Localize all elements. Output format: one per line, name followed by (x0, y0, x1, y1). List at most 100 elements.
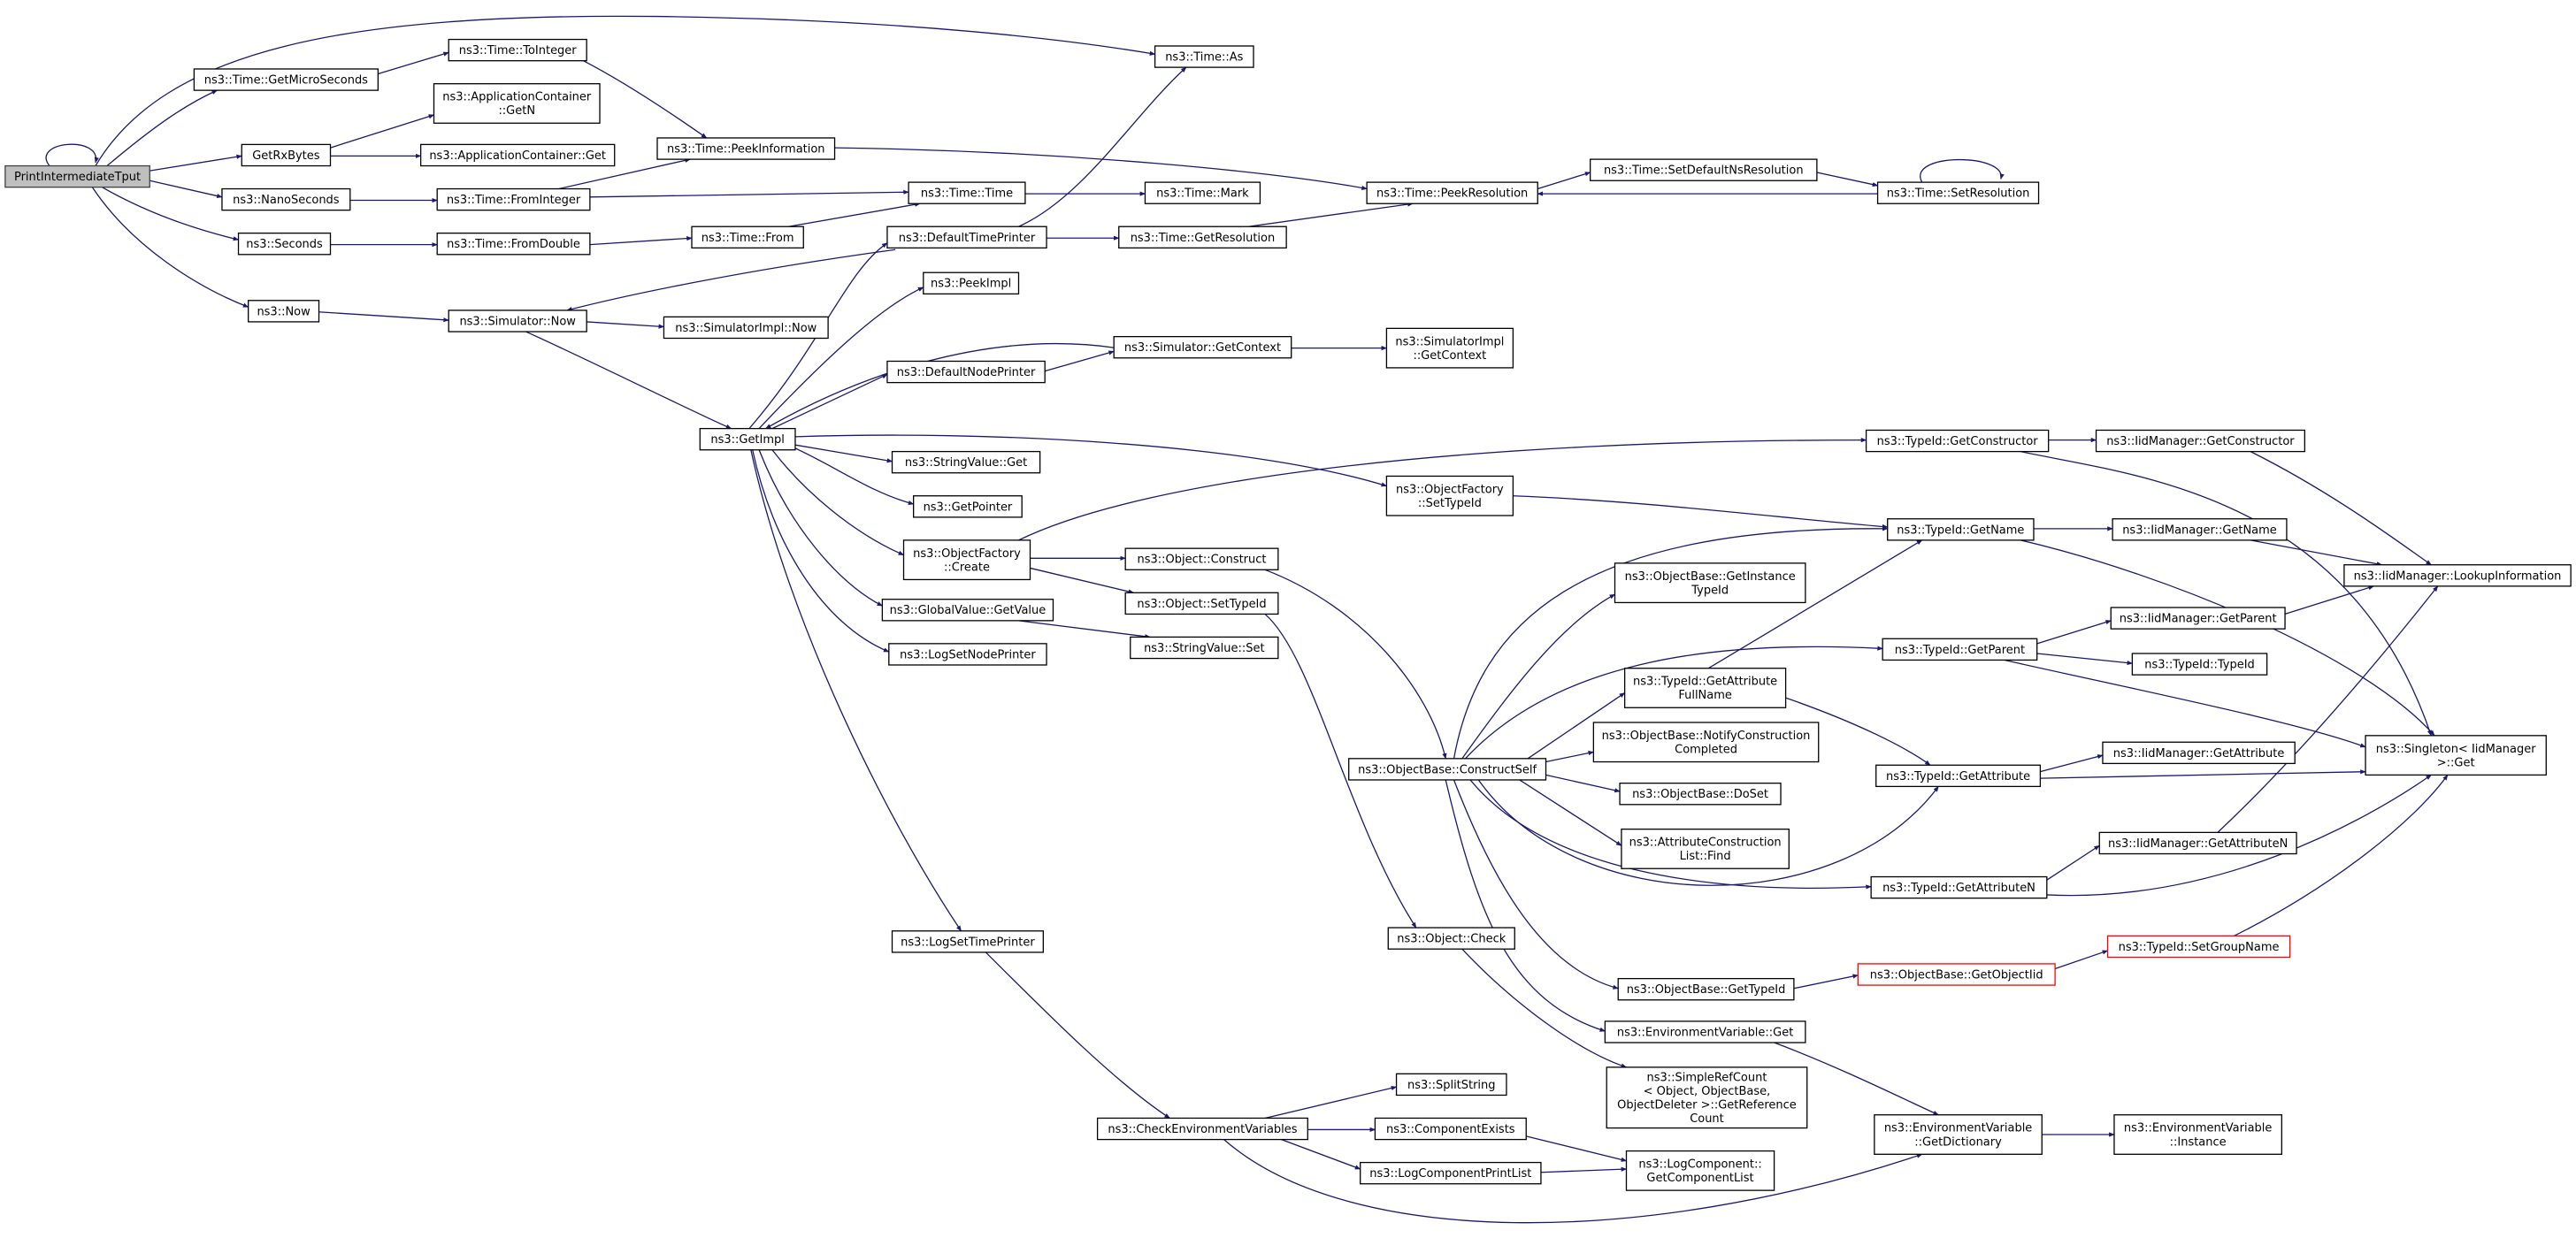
call-edge (1545, 774, 1621, 793)
node-label: ns3::LogSetNodePrinter (900, 648, 1036, 661)
graph-node-pit[interactable]: PrintIntermediateTput (4, 164, 150, 188)
graph-node-time-time[interactable]: ns3::Time::Time (908, 181, 1026, 204)
graph-node-seconds[interactable]: ns3::Seconds (237, 233, 332, 256)
call-edge (330, 114, 435, 149)
graph-node-of-set-type-id[interactable]: ns3::ObjectFactory::SetTypeId (1385, 475, 1514, 516)
graph-node-log-set-time[interactable]: ns3::LogSetTimePrinter (891, 930, 1044, 953)
graph-node-tid-get-attr[interactable]: ns3::TypeId::GetAttribute (1875, 764, 2042, 788)
graph-node-iid-get-attr[interactable]: ns3::IidManager::GetAttribute (2102, 741, 2296, 765)
graph-node-singleton-get[interactable]: ns3::Singleton< IidManager>::Get (2365, 735, 2547, 776)
graph-node-tid-get-name[interactable]: ns3::TypeId::GetName (1887, 518, 2035, 541)
graph-node-peek-info[interactable]: ns3::Time::PeekInformation (656, 137, 836, 160)
graph-node-now[interactable]: ns3::Now (248, 300, 320, 323)
graph-node-peek-impl[interactable]: ns3::PeekImpl (923, 271, 1020, 295)
graph-node-get-impl[interactable]: ns3::GetImpl (699, 427, 796, 451)
node-label: ns3::Simulator::Now (459, 315, 576, 328)
call-edge (558, 157, 691, 190)
node-label: ::GetN (498, 104, 535, 118)
graph-node-simple-ref[interactable]: ns3::SimpleRefCount< Object, ObjectBase,… (1606, 1066, 1808, 1129)
graph-node-log-set-node[interactable]: ns3::LogSetNodePrinter (888, 643, 1047, 666)
graph-node-str-val-get[interactable]: ns3::StringValue::Get (891, 450, 1041, 474)
graph-node-check-env[interactable]: ns3::CheckEnvironmentVariables (1096, 1117, 1308, 1141)
graph-node-iid-get-parent[interactable]: ns3::IidManager::GetParent (2110, 607, 2286, 630)
call-edge (1465, 646, 1883, 760)
graph-node-tid-set-group[interactable]: ns3::TypeId::SetGroupName (2106, 935, 2291, 959)
graph-node-str-val-set[interactable]: ns3::StringValue::Set (1130, 636, 1279, 660)
node-box (1619, 783, 1782, 806)
graph-node-ob-get-tid[interactable]: ns3::ObjectBase::GetTypeId (1617, 977, 1795, 1001)
call-edge (1264, 613, 1417, 928)
graph-node-from-integer[interactable]: ns3::Time::FromInteger (436, 187, 591, 211)
graph-node-ob-get-obj-iid[interactable]: ns3::ObjectBase::GetObjectIid (1857, 963, 2056, 986)
graph-node-get-pointer[interactable]: ns3::GetPointer (913, 495, 1023, 518)
graph-node-iid-get-attr-n[interactable]: ns3::IidManager::GetAttributeN (2098, 831, 2297, 855)
graph-node-env-get-dict[interactable]: ns3::EnvironmentVariable::GetDictionary (1874, 1114, 2043, 1155)
graph-node-to-integer[interactable]: ns3::Time::ToInteger (448, 38, 587, 62)
graph-node-def-time-printer[interactable]: ns3::DefaultTimePrinter (886, 225, 1047, 249)
graph-node-tid-type-id[interactable]: ns3::TypeId::TypeId (2131, 653, 2268, 676)
call-edge (1793, 974, 1859, 990)
node-box (1118, 225, 1287, 249)
call-edge (1527, 692, 1626, 760)
graph-node-peek-res[interactable]: ns3::Time::PeekResolution (1366, 181, 1538, 204)
graph-node-gv-get-value[interactable]: ns3::GlobalValue::GetValue (881, 599, 1054, 622)
graph-node-tid-get-ctor[interactable]: ns3::TypeId::GetConstructor (1865, 429, 2050, 453)
graph-node-app-get-n[interactable]: ns3::ApplicationContainer::GetN (433, 83, 601, 124)
graph-node-time-from[interactable]: ns3::Time::From (691, 225, 804, 249)
graph-node-tid-get-attr-n[interactable]: ns3::TypeId::GetAttributeN (1870, 875, 2048, 899)
node-box (1374, 1117, 1527, 1141)
node-label: ns3::IidManager::GetParent (2120, 613, 2277, 626)
graph-node-get-rx-bytes[interactable]: GetRxBytes (241, 143, 332, 167)
graph-node-sim-impl-get-context[interactable]: ns3::SimulatorImpl::GetContext (1385, 327, 1514, 369)
graph-node-from-double[interactable]: ns3::Time::FromDouble (436, 233, 591, 256)
graph-node-split-string[interactable]: ns3::SplitString (1395, 1073, 1507, 1097)
graph-node-ob-construct-self[interactable]: ns3::ObjectBase::ConstructSelf (1348, 758, 1547, 781)
graph-node-tid-get-parent[interactable]: ns3::TypeId::GetParent (1882, 638, 2038, 661)
graph-node-iid-get-name[interactable]: ns3::IidManager::GetName (2112, 518, 2288, 541)
graph-node-set-res[interactable]: ns3::Time::SetResolution (1876, 181, 2040, 204)
node-box (1113, 335, 1292, 359)
graph-node-log-comp-get-list[interactable]: ns3::LogComponent::GetComponentList (1625, 1150, 1775, 1191)
graph-node-get-micro[interactable]: ns3::Time::GetMicroSeconds (193, 68, 380, 91)
graph-node-ob-notify[interactable]: ns3::ObjectBase::NotifyConstructionCompl… (1592, 722, 1820, 763)
graph-node-lookup-info[interactable]: ns3::IidManager::LookupInformation (2343, 564, 2572, 587)
call-edge (764, 342, 1117, 430)
graph-node-log-comp-print[interactable]: ns3::LogComponentPrintList (1360, 1161, 1542, 1185)
graph-node-nano-seconds[interactable]: ns3::NanoSeconds (221, 187, 351, 211)
graph-node-of-create[interactable]: ns3::ObjectFactory::Create (902, 539, 1031, 581)
graph-node-iid-get-ctor[interactable]: ns3::IidManager::GetConstructor (2095, 429, 2305, 453)
graph-node-time-mark[interactable]: ns3::Time::Mark (1144, 181, 1261, 204)
graph-node-env-instance[interactable]: ns3::EnvironmentVariable::Instance (2113, 1114, 2282, 1155)
graph-node-sim-get-context[interactable]: ns3::Simulator::GetContext (1113, 335, 1292, 359)
node-box (436, 187, 591, 211)
graph-node-get-resolution[interactable]: ns3::Time::GetResolution (1118, 225, 1287, 249)
node-label: ns3::NanoSeconds (233, 194, 340, 207)
graph-node-set-def-ns[interactable]: ns3::Time::SetDefaultNsResolution (1589, 158, 1818, 181)
node-label: ns3::Time::From (702, 232, 794, 245)
node-label: ::SetTypeId (1418, 497, 1482, 510)
node-box (1385, 327, 1514, 369)
graph-node-obj-check[interactable]: ns3::Object::Check (1387, 927, 1515, 950)
graph-node-obj-set-type-id[interactable]: ns3::Object::SetTypeId (1124, 592, 1279, 615)
graph-node-app-get[interactable]: ns3::ApplicationContainer::Get (419, 143, 616, 167)
node-box (248, 300, 320, 323)
graph-node-obj-construct[interactable]: ns3::Object::Construct (1124, 547, 1279, 570)
graph-node-env-get[interactable]: ns3::EnvironmentVariable::Get (1604, 1020, 1806, 1043)
graph-node-time-as[interactable]: ns3::Time::As (1154, 45, 1254, 68)
node-label: ns3::ComponentExists (1386, 1123, 1515, 1136)
call-edge (150, 180, 223, 199)
graph-node-ob-do-set[interactable]: ns3::ObjectBase::DoSet (1619, 783, 1782, 806)
node-label: ns3::TypeId::GetAttribute (1886, 770, 2030, 783)
graph-node-def-node-printer[interactable]: ns3::DefaultNodePrinter (886, 360, 1046, 384)
node-label: ns3::Simulator::GetContext (1124, 341, 1281, 355)
graph-node-sim-now[interactable]: ns3::Simulator::Now (448, 310, 587, 332)
graph-node-sim-impl-now[interactable]: ns3::SimulatorImpl::Now (663, 316, 829, 340)
graph-node-comp-exists[interactable]: ns3::ComponentExists (1374, 1117, 1527, 1141)
node-box (1385, 475, 1514, 516)
call-edge (794, 447, 915, 506)
node-label: ns3::IidManager::GetAttributeN (2108, 837, 2288, 851)
